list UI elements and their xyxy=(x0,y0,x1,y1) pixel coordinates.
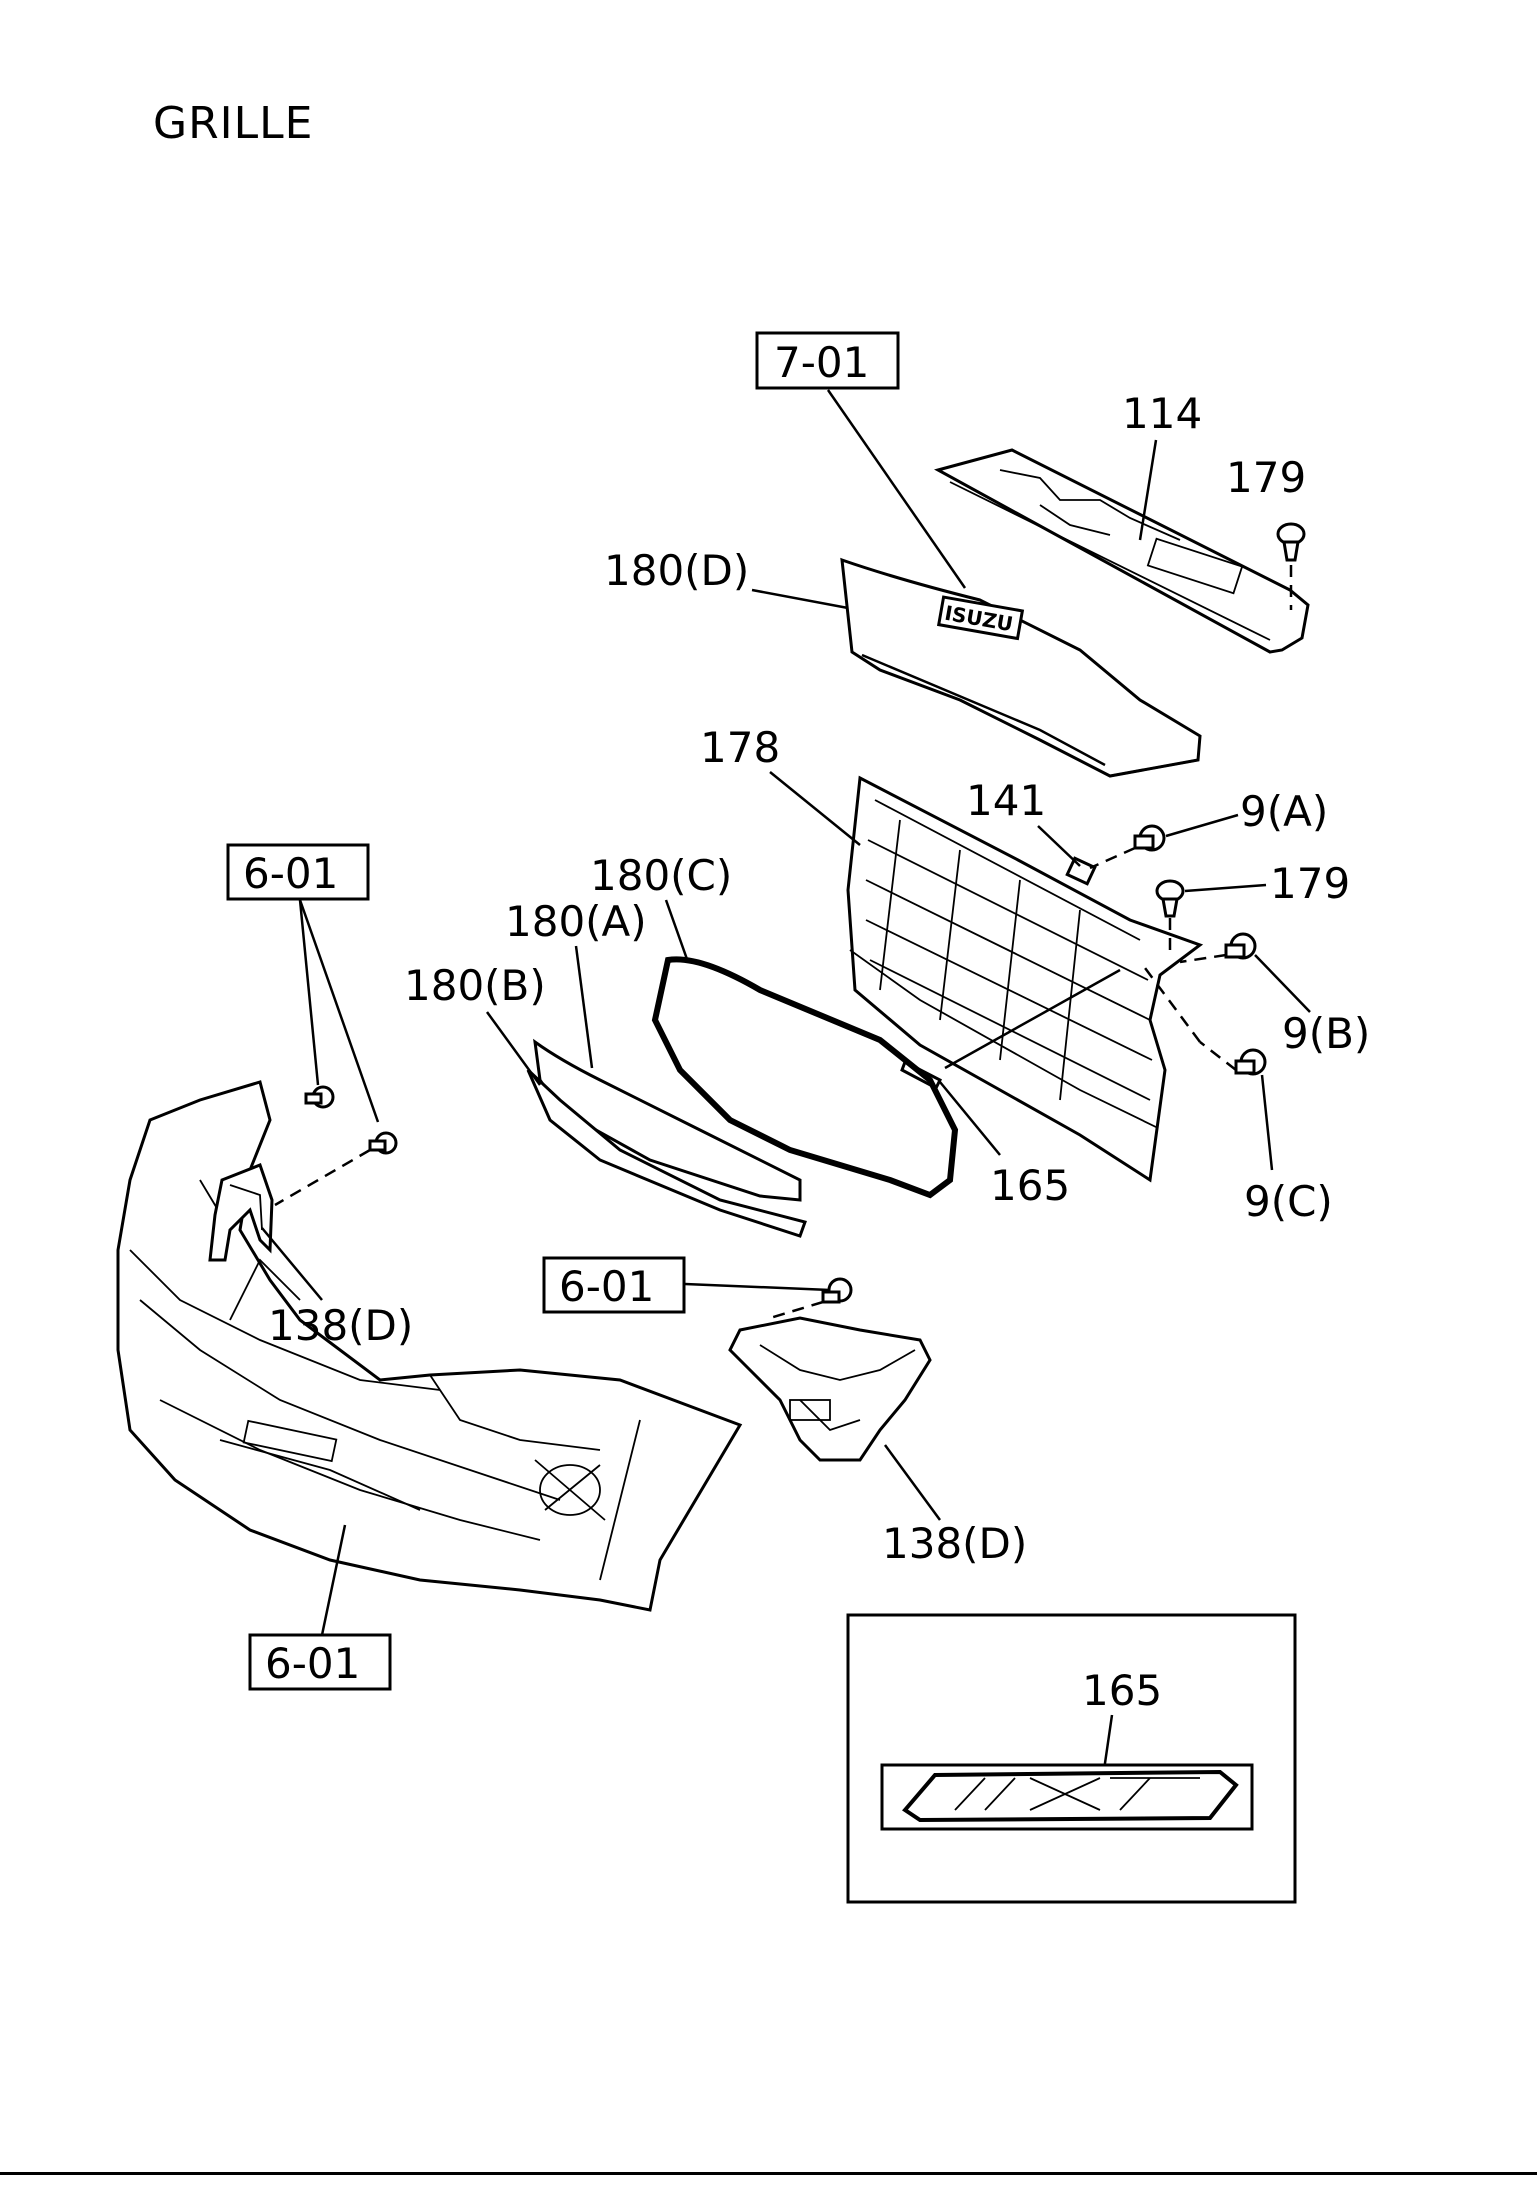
callout-138D-right: 138(D) xyxy=(882,1519,1027,1568)
ref-label-6-01-left: 6-01 xyxy=(243,849,338,898)
callout-180C: 180(C) xyxy=(590,851,732,900)
part-180B-trim xyxy=(526,1068,807,1238)
callout-141: 141 xyxy=(966,776,1046,825)
leader-9A xyxy=(1165,813,1239,838)
callout-9A: 9(A) xyxy=(1240,787,1328,836)
callout-138D-left: 138(D) xyxy=(268,1301,413,1350)
part-138D-left-bracket xyxy=(208,1163,274,1262)
leader-7-01 xyxy=(826,389,967,589)
callout-180A: 180(A) xyxy=(505,897,647,946)
leader-180B xyxy=(485,1011,542,1086)
ref-box-6-01-left[interactable]: 6-01 xyxy=(226,843,370,901)
screw-mid xyxy=(821,1277,853,1304)
ref-label-6-01-bottom: 6-01 xyxy=(265,1639,360,1688)
leader-165-inset xyxy=(1102,1714,1114,1771)
callout-180B: 180(B) xyxy=(404,961,546,1010)
leader-180C xyxy=(664,899,690,963)
callout-165-inset: 165 xyxy=(1082,1666,1162,1715)
leader-9C xyxy=(1260,1074,1274,1171)
part-180A-strip xyxy=(533,1038,802,1202)
leader-138D-left xyxy=(261,1227,323,1301)
ref-box-6-01-mid[interactable]: 6-01 xyxy=(542,1256,686,1314)
front-bumper-6-01 xyxy=(116,1080,743,1612)
callout-179-top: 179 xyxy=(1226,453,1306,502)
part-9B-screw xyxy=(1224,932,1257,960)
ref-box-6-01-bottom[interactable]: 6-01 xyxy=(248,1633,392,1691)
isuzu-emblem-badge: ISUZU xyxy=(936,595,1025,641)
part-9A-screw xyxy=(1133,824,1166,852)
leader-6-01-bottom xyxy=(320,1524,347,1636)
part-178-main-grille xyxy=(846,775,1204,1183)
part-141-nut xyxy=(1065,856,1097,886)
callout-179-mid: 179 xyxy=(1270,859,1350,908)
leader-9B xyxy=(1254,954,1311,1013)
screw-left-b xyxy=(368,1131,398,1155)
callout-114: 114 xyxy=(1122,389,1202,438)
inset-165-detail: 165 xyxy=(846,1613,1297,1904)
leader-179-mid xyxy=(1184,883,1267,893)
page-title: GRILLE xyxy=(153,98,314,149)
ref-label-6-01-mid: 6-01 xyxy=(559,1262,654,1311)
leader-141 xyxy=(1037,825,1081,867)
part-180D-upper-moulding xyxy=(840,557,1202,778)
bottom-rule xyxy=(0,2172,1537,2175)
part-114-upper-cover xyxy=(934,448,1310,654)
leader-114 xyxy=(1138,439,1158,541)
part-138D-right-bracket xyxy=(728,1316,932,1462)
callout-9C: 9(C) xyxy=(1244,1177,1333,1226)
screw-left-a xyxy=(304,1085,335,1109)
leader-180A xyxy=(574,945,594,1069)
callout-9B: 9(B) xyxy=(1282,1009,1370,1058)
callout-178: 178 xyxy=(700,723,780,772)
part-179-clip-top xyxy=(1276,522,1306,562)
leader-6-01-left-a xyxy=(298,899,320,1086)
leader-6-01-left-b xyxy=(298,899,380,1123)
ref-box-7-01[interactable]: 7-01 xyxy=(755,331,900,390)
ref-label-7-01: 7-01 xyxy=(774,338,869,387)
part-179-clip-mid xyxy=(1155,879,1185,918)
leader-178 xyxy=(769,771,861,846)
leader-165 xyxy=(939,1081,1001,1156)
leader-180D xyxy=(751,588,849,610)
callout-180D: 180(D) xyxy=(604,546,749,595)
callout-165: 165 xyxy=(990,1161,1070,1210)
part-9C-screw xyxy=(1234,1048,1267,1076)
leader-138D-right xyxy=(883,1444,942,1521)
leader-6-01-mid xyxy=(684,1282,831,1292)
